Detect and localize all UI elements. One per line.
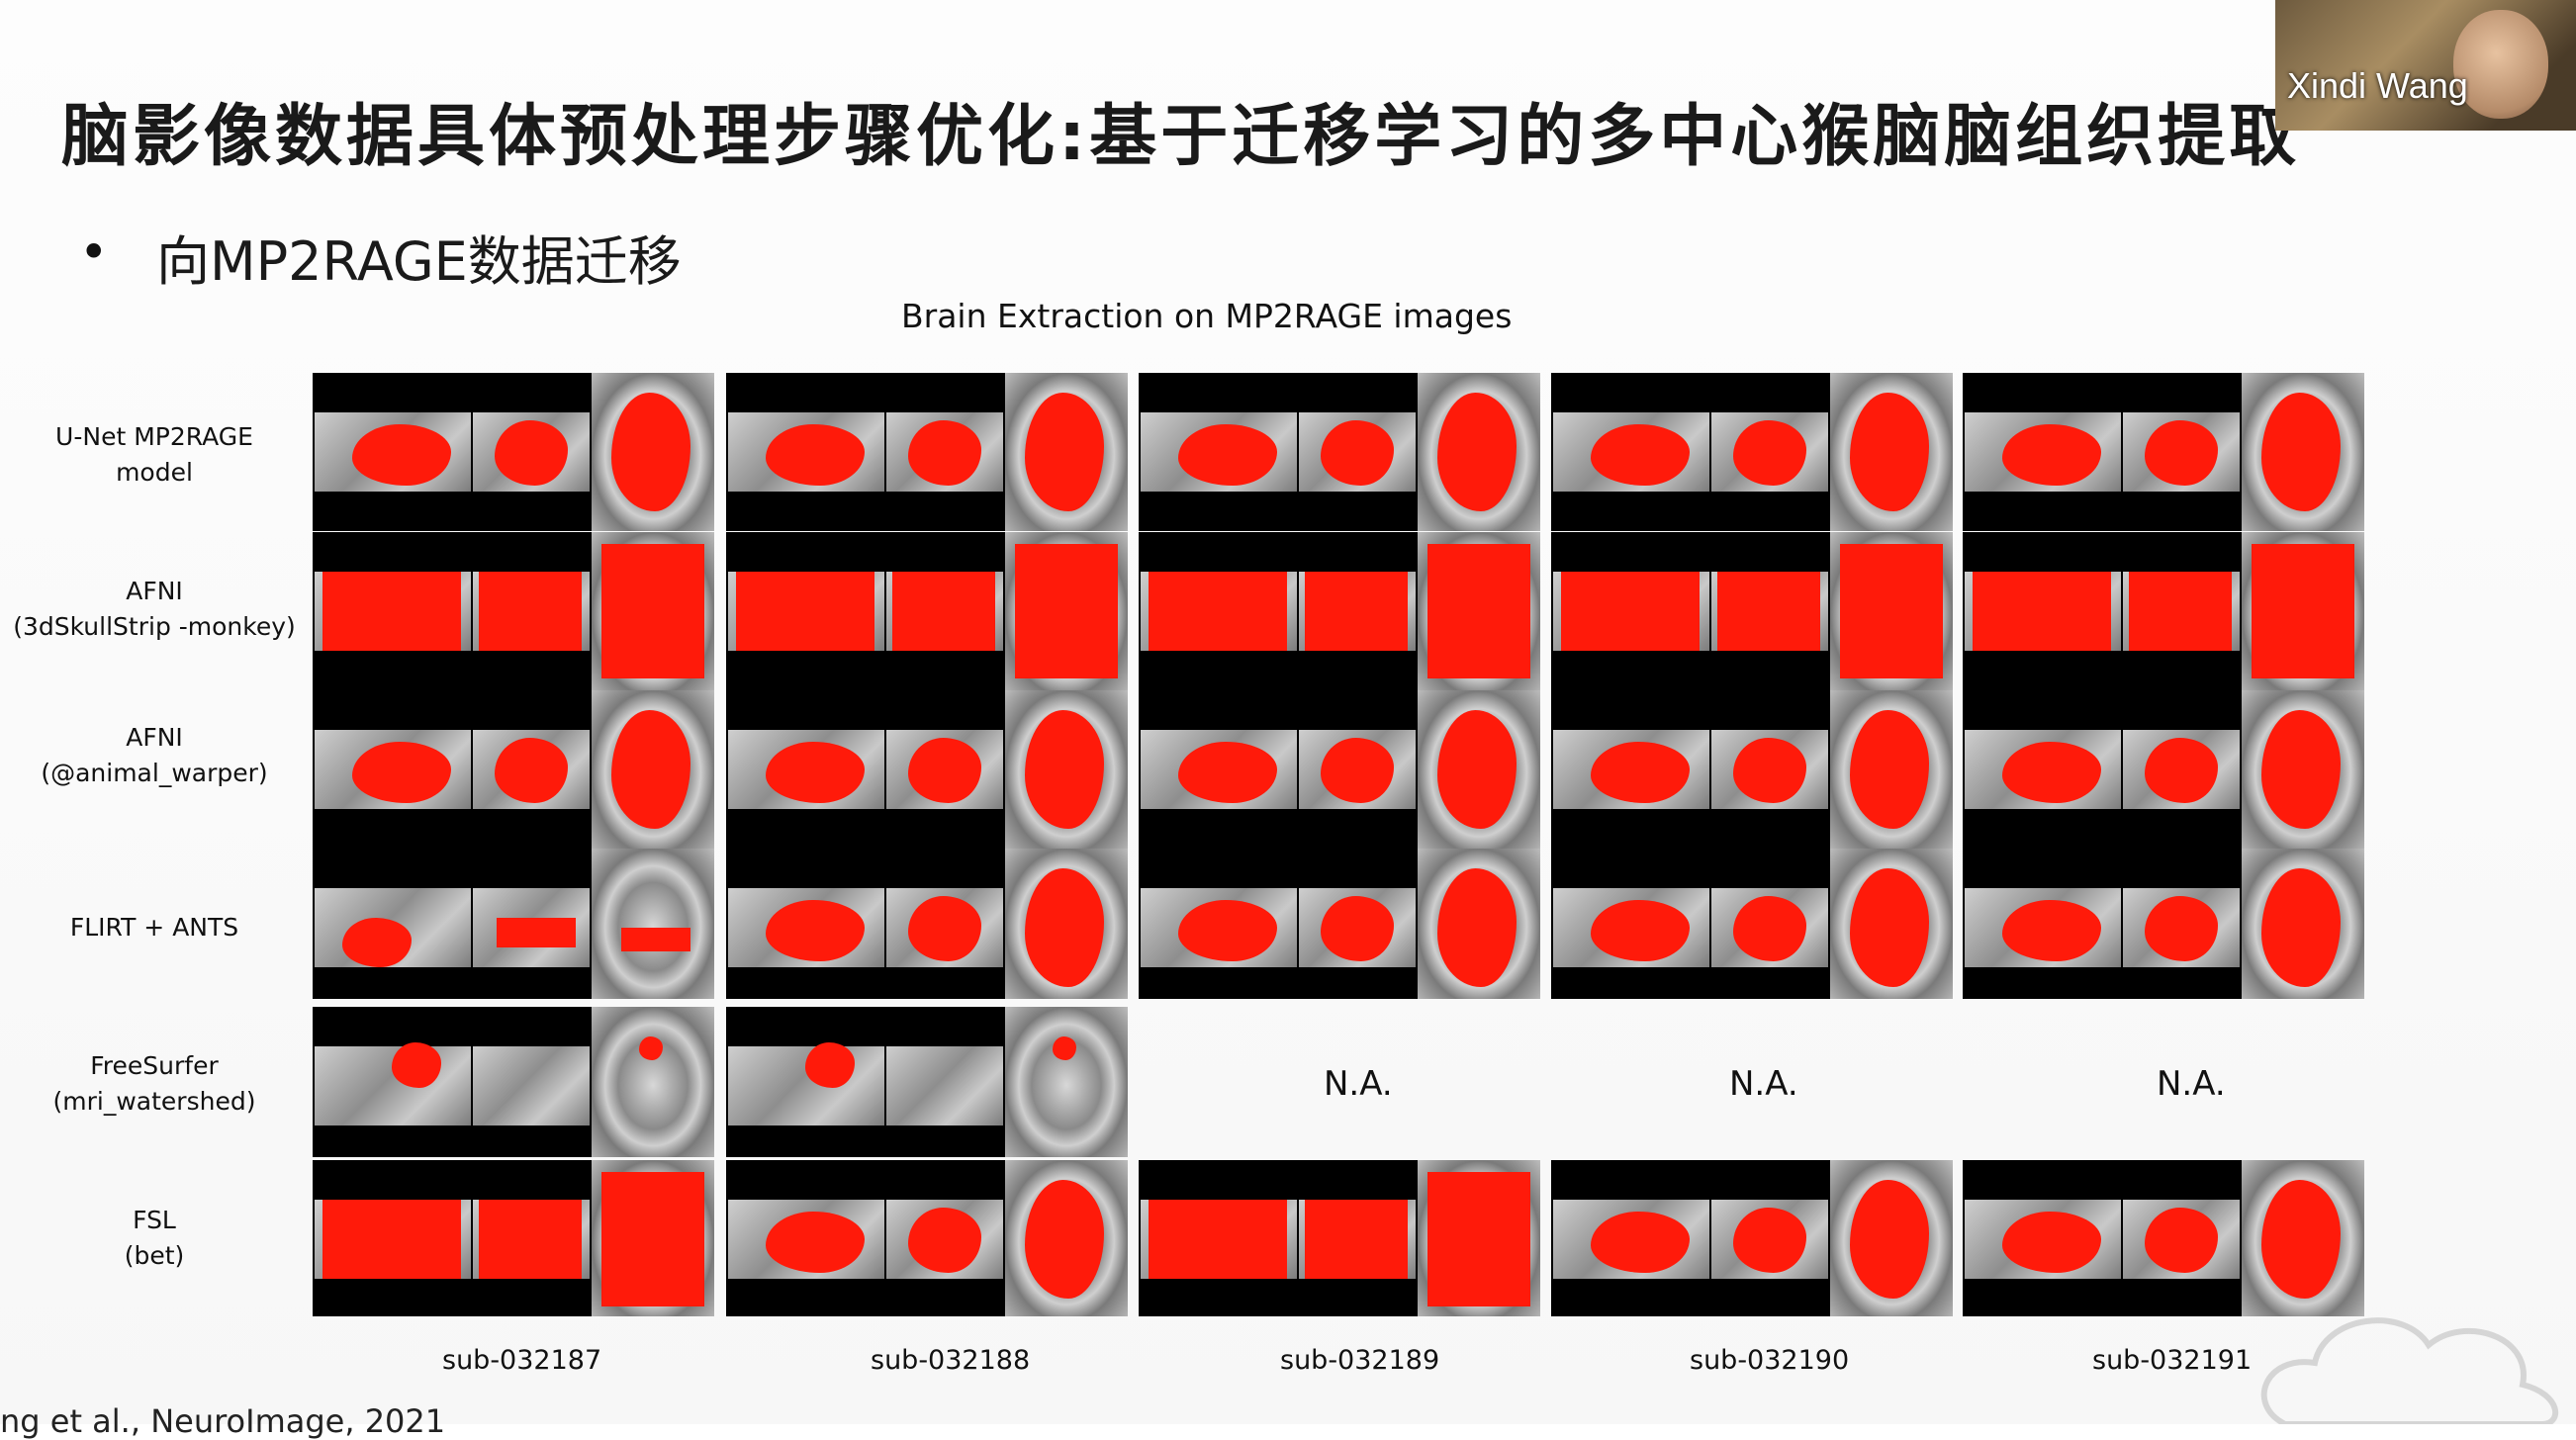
slide-title: 脑影像数据具体预处理步骤优化:基于迁移学习的多中心猴脑脑组织提取	[61, 98, 2301, 176]
brain-panel	[1139, 690, 1540, 849]
participant-avatar	[2453, 10, 2548, 119]
participant-name: Xindi Wang	[2287, 65, 2468, 106]
axial-slice	[1005, 1007, 1128, 1157]
row-label-afni-warper: AFNI(@animal_warper)	[41, 723, 268, 787]
brain-panel	[726, 1160, 1128, 1316]
brain-panel	[313, 532, 714, 690]
brain-panel	[1963, 849, 2364, 999]
subject-label: sub-032187	[442, 1345, 602, 1376]
brain-panel	[1551, 532, 1953, 690]
na-label: N.A.	[1324, 1064, 1393, 1104]
figure-title: Brain Extraction on MP2RAGE images	[901, 297, 1513, 335]
brain-panel	[1551, 849, 1953, 999]
subject-label: sub-032189	[1280, 1345, 1440, 1376]
subject-label: sub-032188	[871, 1345, 1031, 1376]
brain-panel	[1963, 1160, 2364, 1316]
na-label: N.A.	[2157, 1064, 2226, 1104]
row-label-freesurfer: FreeSurfer(mri_watershed)	[52, 1051, 256, 1116]
axial-slice	[592, 849, 714, 999]
brain-panel	[1139, 532, 1540, 690]
bullet-dot-icon: •	[79, 224, 109, 281]
brain-panel	[313, 1160, 714, 1316]
coronal-slice	[886, 1046, 1003, 1125]
brain-panel	[726, 849, 1128, 999]
brain-panel	[726, 690, 1128, 849]
brain-panel	[1963, 690, 2364, 849]
brain-panel	[313, 1007, 714, 1157]
brain-panel	[1963, 373, 2364, 531]
brain-panel	[1551, 690, 1953, 849]
brain-panel	[1963, 532, 2364, 690]
subject-label: sub-032191	[2092, 1345, 2253, 1376]
brain-panel	[1139, 373, 1540, 531]
row-label-fsl: FSL(bet)	[124, 1206, 185, 1270]
brain-panel	[726, 1007, 1128, 1157]
zoom-cloud-watermark-icon	[2260, 1317, 2559, 1424]
brain-panel	[313, 690, 714, 849]
brain-panel	[1139, 849, 1540, 999]
brain-panel	[726, 373, 1128, 531]
brain-panel	[313, 849, 714, 999]
row-label-afni-skullstrip: AFNI(3dSkullStrip -monkey)	[13, 577, 296, 641]
row-label-flirt-ants: FLIRT + ANTS	[69, 913, 239, 942]
participant-video[interactable]: Xindi Wang	[2275, 0, 2576, 131]
na-label: N.A.	[1729, 1064, 1798, 1104]
bullet-text: 向MP2RAGE数据迁移	[156, 230, 682, 293]
brain-panel	[1139, 1160, 1540, 1316]
brain-panel	[1551, 1160, 1953, 1316]
brain-panel	[313, 373, 714, 531]
coronal-slice	[473, 1046, 590, 1125]
brain-panel	[1551, 373, 1953, 531]
citation: ng et al., NeuroImage, 2021	[0, 1402, 446, 1440]
subject-label: sub-032190	[1690, 1345, 1850, 1376]
brain-panel	[726, 532, 1128, 690]
axial-slice	[592, 1007, 714, 1157]
